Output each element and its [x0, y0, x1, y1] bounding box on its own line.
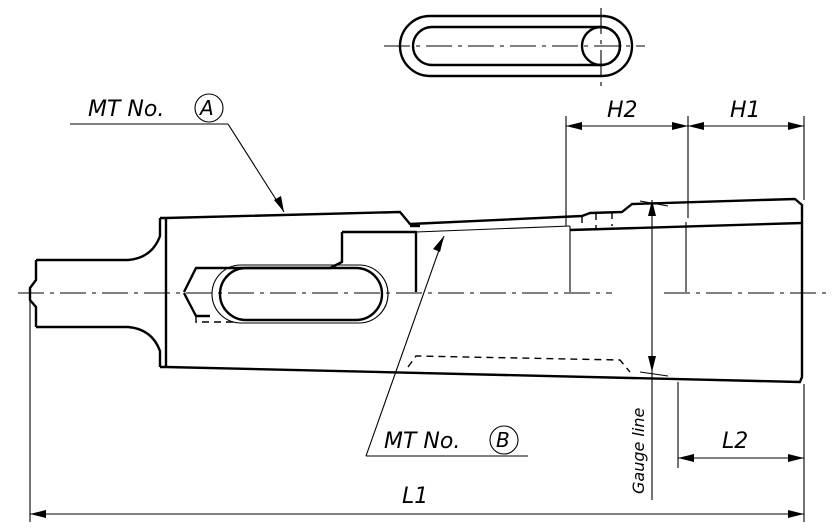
- mt-a-prefix: MT No.: [88, 97, 164, 122]
- l2-label: L2: [722, 429, 748, 454]
- h1-label: H1: [730, 98, 761, 123]
- gauge-line-label: Gauge line: [629, 408, 648, 494]
- mt-b-circle: [489, 425, 519, 455]
- mt-b-prefix: MT No.: [384, 429, 460, 454]
- h2-label: H2: [607, 98, 638, 123]
- mt-a-circle: [194, 93, 224, 123]
- leader-mt-a: MT No. A: [70, 93, 285, 213]
- bore-features: [182, 212, 687, 373]
- sleeve-body: [160, 197, 804, 384]
- leader-mt-b: MT No. B: [365, 235, 528, 457]
- dimension-l2: L2: [677, 382, 805, 522]
- l1-label: L1: [402, 484, 428, 509]
- gauge-line: Gauge line: [629, 200, 669, 500]
- dimension-h: H2 H1: [565, 98, 805, 226]
- mt-a-letter: A: [198, 96, 214, 120]
- slot-detail-view: [384, 8, 645, 90]
- tang-shank: [28, 218, 162, 367]
- mt-b-letter: B: [496, 428, 510, 452]
- dimension-l1: L1: [29, 300, 804, 522]
